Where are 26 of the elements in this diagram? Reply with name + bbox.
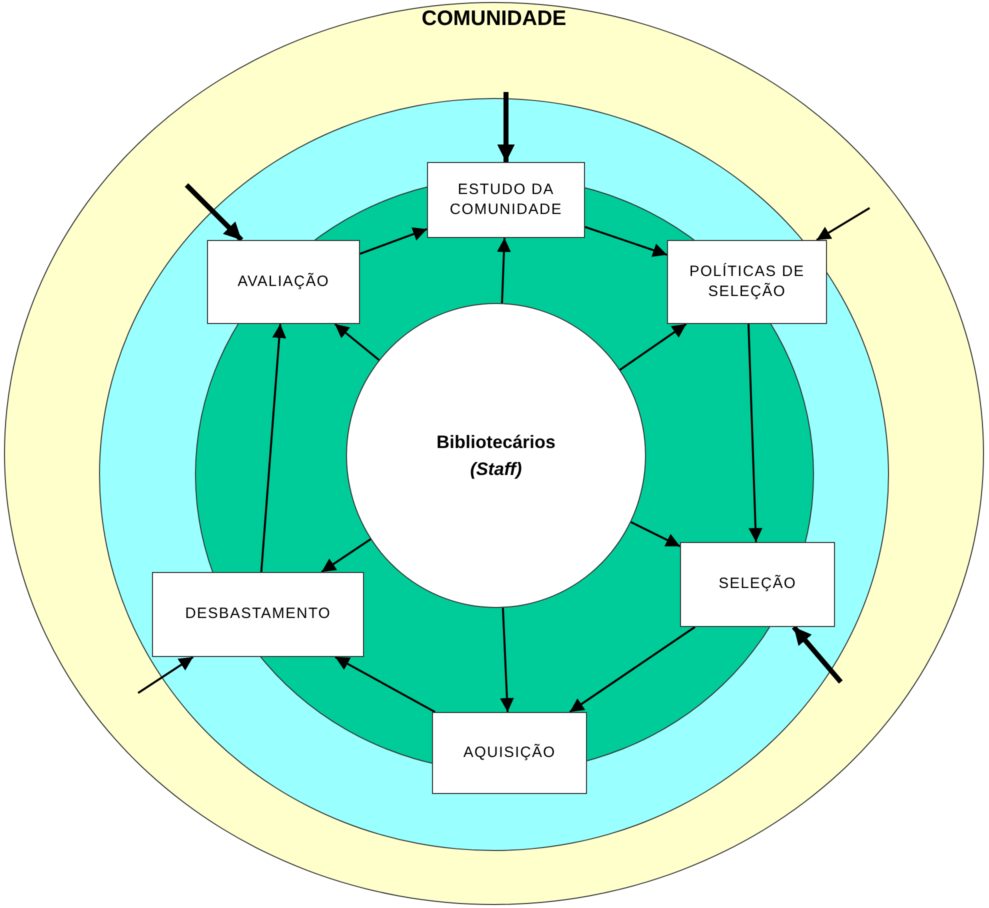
arrow	[138, 656, 194, 694]
arrow	[334, 656, 436, 713]
arrow	[500, 608, 514, 712]
arrow	[496, 238, 511, 304]
process-box: POLÍTICAS DE SELEÇÃO	[667, 240, 827, 324]
arrow	[748, 324, 763, 542]
arrow	[816, 207, 870, 241]
arrow	[321, 538, 372, 573]
arrow	[569, 626, 696, 713]
arrow	[619, 323, 687, 371]
ring-heading: COMUNIDADE	[422, 7, 566, 31]
arrow	[584, 226, 668, 257]
arrow	[260, 324, 286, 572]
process-box: AQUISIÇÃO	[432, 712, 587, 794]
center-label: Bibliotecários	[436, 430, 556, 454]
arrow	[792, 625, 843, 684]
center-sublabel: (Staff)	[470, 458, 522, 481]
arrow	[184, 183, 244, 242]
arrow	[360, 227, 428, 255]
arrow	[630, 521, 680, 548]
arrow	[497, 92, 515, 162]
process-box: AVALIAÇÃO	[207, 240, 360, 324]
process-box: DESBASTAMENTO	[152, 572, 364, 657]
arrow	[334, 323, 380, 361]
process-box: SELEÇÃO	[680, 542, 835, 627]
process-box: ESTUDO DA COMUNIDADE	[427, 162, 585, 238]
